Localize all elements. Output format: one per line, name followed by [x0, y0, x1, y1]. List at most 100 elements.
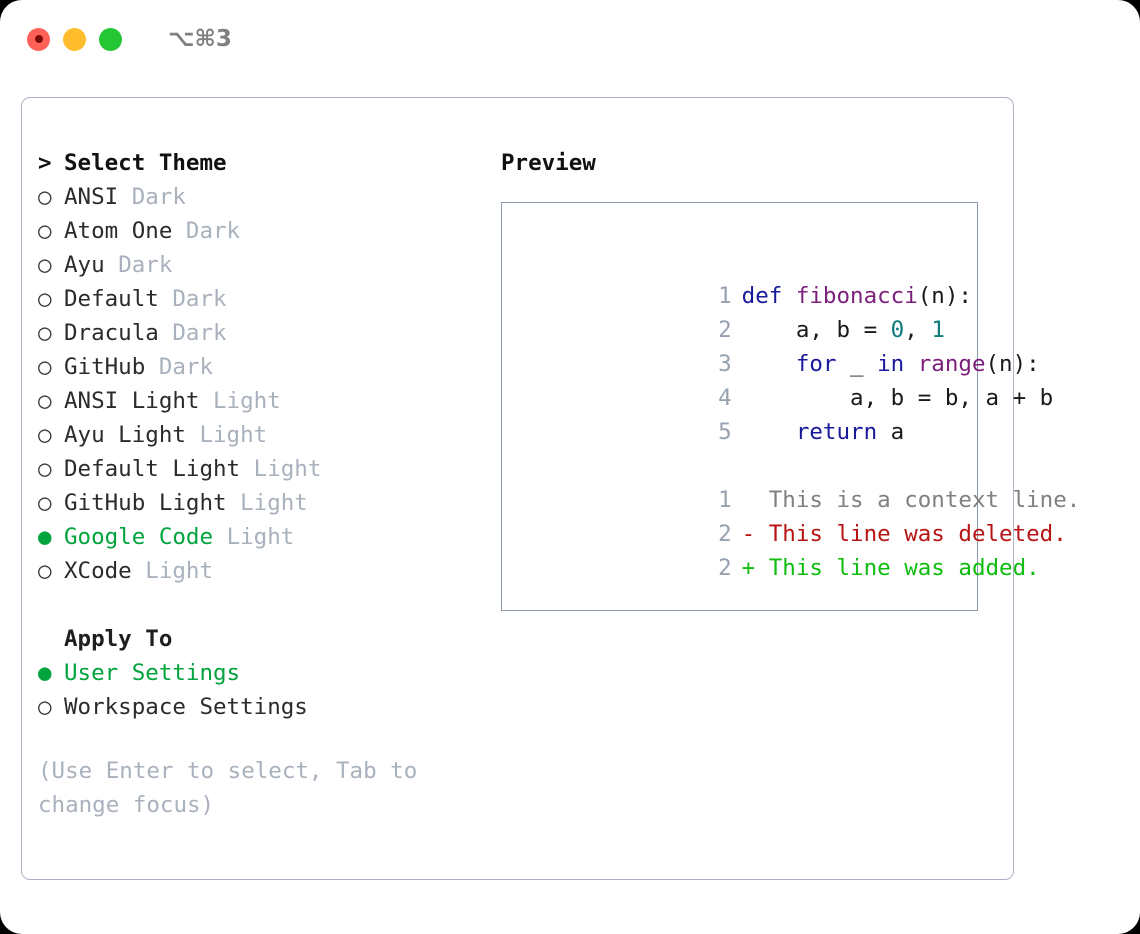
select-theme-header: > Select Theme [38, 146, 493, 180]
line-number: 2 [718, 555, 732, 581]
theme-kind [132, 558, 146, 584]
diff-text: This is a context line. [755, 487, 1081, 513]
theme-kind [186, 422, 200, 448]
theme-name: GitHub [64, 354, 146, 380]
radio-icon-selected: ● [38, 660, 52, 686]
diff-text: This line was added. [755, 555, 1040, 581]
apply-to-option-label: User Settings [64, 660, 241, 686]
minimize-window-icon[interactable] [63, 27, 86, 51]
line-number: 1 [718, 487, 732, 513]
theme-kind-label: Dark [185, 218, 241, 244]
theme-option-google-code-light[interactable]: ●Google Code Light [38, 520, 493, 554]
theme-kind-label: Dark [172, 320, 227, 346]
code-token-plain: _ [836, 351, 878, 377]
code-token-plain [904, 351, 918, 377]
theme-name: ANSI Light [64, 388, 200, 414]
code-token-number: 1 [931, 317, 945, 343]
code-token-plain: a, b = [741, 317, 891, 343]
theme-selector-panel: >Select Theme ○ANSI Dark ○Atom One Dark … [21, 97, 1080, 880]
radio-icon: ○ [38, 422, 52, 448]
theme-kind-label: Light [145, 558, 214, 584]
line-number: 5 [718, 419, 732, 445]
code-token-plain: a [877, 419, 905, 445]
theme-list-column: >Select Theme ○ANSI Dark ○Atom One Dark … [38, 146, 493, 822]
theme-option-atom-one-dark[interactable]: ○ Atom One Dark [38, 214, 493, 248]
diff-sign: + [741, 555, 756, 581]
radio-icon: ○ [38, 558, 52, 584]
diff-line-deleted: 2- This line was deleted. [514, 483, 1067, 547]
radio-icon: ○ [38, 218, 52, 244]
close-window-icon[interactable] [27, 27, 50, 51]
apply-to-option-workspace-settings[interactable]: ○ Workspace Settings [38, 690, 493, 724]
radio-icon: ○ [38, 354, 52, 380]
code-token-keyword: return [795, 419, 878, 445]
theme-option-ansi-dark[interactable]: ○ANSI Dark [38, 180, 493, 214]
code-line: 4 a, b = b, a + b [514, 347, 1053, 411]
theme-option-github-light[interactable]: ○ GitHub Light Light [38, 486, 493, 520]
diff-text: This line was deleted. [755, 521, 1067, 547]
theme-kind [159, 286, 173, 312]
code-token-plain [742, 351, 796, 377]
maximize-window-icon[interactable] [99, 27, 122, 51]
code-token-keyword: in [877, 351, 905, 377]
theme-option-ansi-light[interactable]: ○ANSI Light Light [38, 384, 493, 418]
diff-sign [742, 487, 756, 513]
title-bar: ⌥⌘3 [0, 0, 1140, 78]
theme-kind-label: Light [253, 456, 322, 482]
theme-name: GitHub Light [64, 490, 227, 516]
radio-icon: ○ [38, 252, 52, 278]
apply-to-label: Apply To [64, 626, 173, 652]
theme-kind-label: Dark [172, 286, 227, 312]
apply-to-option-user-settings[interactable]: ● User Settings [38, 656, 493, 690]
section-spacer [38, 588, 493, 622]
theme-option-default-dark[interactable]: ○ Default Dark [38, 282, 493, 316]
keyboard-shortcut-label: ⌥⌘3 [168, 26, 232, 52]
code-token-plain: a, b = b, a + b [741, 385, 1054, 411]
prompt-caret-icon: > [38, 150, 52, 176]
keyboard-hint-text: (Use Enter to select, Tab to change focu… [38, 758, 418, 818]
code-token-keyword: def [741, 283, 796, 309]
radio-icon: ○ [38, 184, 52, 210]
code-token-number: 0 [890, 317, 905, 343]
theme-kind-label: Light [240, 490, 308, 516]
theme-option-github-dark[interactable]: ○GitHub Dark [38, 350, 493, 384]
code-line: 2 a, b = 0, 1 [514, 279, 969, 343]
theme-name: Atom One [64, 218, 173, 244]
theme-kind [199, 388, 213, 414]
code-token-function: range [917, 351, 986, 377]
diff-sign: - [741, 521, 756, 547]
theme-name: Google Code [64, 524, 214, 550]
theme-option-ayu-light[interactable]: ○Ayu Light Light [38, 418, 493, 452]
theme-option-ayu-dark[interactable]: ○Ayu Dark [38, 248, 493, 282]
theme-kind-label: Dark [118, 252, 173, 278]
line-number: 1 [718, 283, 732, 309]
code-line: 5 return a [514, 381, 969, 445]
radio-icon: ○ [38, 286, 52, 312]
code-token-plain: (n): [985, 351, 1040, 377]
diff-line-added: 2 + This line was added. [514, 517, 1040, 581]
code-token-plain: (n): [917, 283, 972, 309]
apply-to-header: Apply To [38, 622, 493, 656]
code-line: 3 for _ in range(n): [514, 313, 1040, 377]
theme-kind [145, 354, 159, 380]
hint-spacer [38, 724, 493, 754]
theme-option-dracula-dark[interactable]: ○Dracula Dark [38, 316, 493, 350]
radio-icon-selected: ● [38, 524, 52, 550]
select-theme-label: Select Theme [64, 150, 227, 176]
radio-icon: ○ [38, 694, 52, 720]
line-number: 4 [718, 385, 732, 411]
radio-icon: ○ [38, 490, 52, 516]
theme-kind [159, 320, 173, 346]
theme-name: Default [64, 286, 159, 312]
theme-option-xcode-light[interactable]: ○XCode Light [38, 554, 493, 588]
theme-option-default-light[interactable]: ○Default Light Light [38, 452, 493, 486]
traffic-lights [27, 27, 122, 51]
theme-kind [227, 490, 241, 516]
apply-to-option-label: Workspace Settings [64, 694, 308, 720]
theme-kind [213, 524, 227, 550]
